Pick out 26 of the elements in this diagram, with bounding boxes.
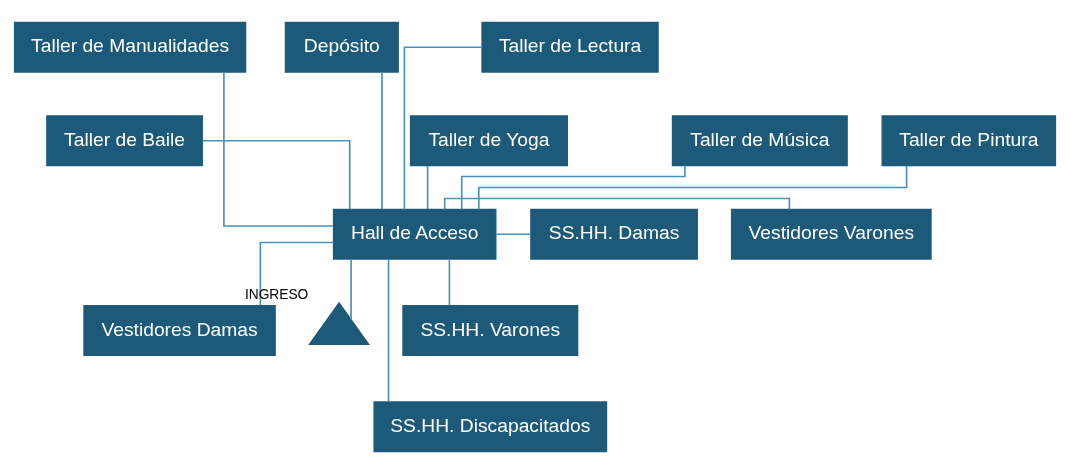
node-box: Vestidores Damas [83,305,276,356]
node-box: Vestidores Varones [730,208,932,260]
connector [403,46,483,211]
connector [387,258,390,403]
connector [477,164,908,211]
connector [350,258,352,321]
node-box: SS.HH. Damas [530,208,698,260]
connector [201,139,351,211]
node-box: Taller de Yoga [409,115,568,167]
connector [223,71,335,227]
node-box: SS.HH. Varones [402,305,579,356]
node-box: Taller de Música [671,115,848,167]
node-box: Taller de Baile [46,115,203,167]
node-box: Depósito [284,21,399,73]
node-box: Taller de Manualidades [13,21,247,73]
node-box: SS.HH. Discapacitados [373,401,608,453]
node-triangle [308,301,370,345]
connector [381,71,383,211]
node-box: Hall de Acceso [332,208,497,260]
connector [426,164,429,210]
connector [495,233,532,236]
connector [460,164,686,211]
node-box: Taller de Lectura [481,21,659,73]
connector [443,197,791,211]
connector [448,258,451,307]
node-box: Taller de Pintura [881,115,1057,167]
